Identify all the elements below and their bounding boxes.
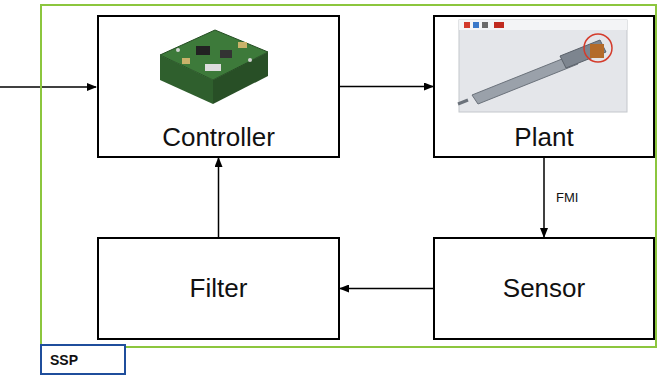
region-tag: SSP: [40, 344, 126, 375]
edge-label: FMI: [554, 190, 580, 205]
box-label: Plant: [514, 123, 573, 152]
actuator-picture: [458, 20, 627, 112]
controller-box: Controller: [97, 15, 340, 158]
circuit-board-picture: [160, 30, 268, 104]
signal-arrow: [543, 158, 545, 237]
input-arrow: [0, 86, 96, 88]
ssp-system-region: ControllerPlantFilterSensorSSP: [40, 4, 657, 348]
box-label: Filter: [190, 274, 248, 303]
signal-arrow: [218, 158, 220, 237]
signal-arrow: [340, 288, 433, 290]
box-label: Sensor: [503, 274, 585, 303]
filter-box: Filter: [97, 237, 340, 340]
plant-box: Plant: [433, 15, 655, 158]
sensor-box: Sensor: [433, 237, 655, 340]
signal-arrow: [340, 86, 433, 88]
box-label: Controller: [162, 123, 275, 152]
